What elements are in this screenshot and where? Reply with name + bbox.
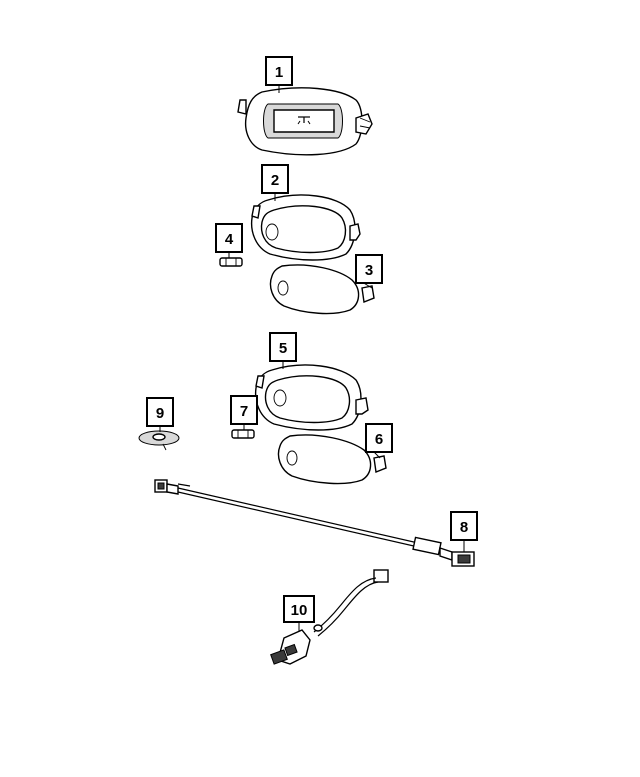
callout-3: 3	[355, 254, 383, 284]
svg-text:3: 3	[365, 262, 373, 279]
svg-text:7: 7	[240, 403, 248, 420]
part-8-wiring-harness	[154, 479, 475, 567]
svg-text:1: 1	[275, 64, 283, 81]
callout-2: 2	[261, 164, 289, 194]
part-4-bulb	[219, 257, 243, 267]
callout-4: 4	[215, 223, 243, 253]
callout-5: 5	[269, 332, 297, 362]
callout-7: 7	[230, 395, 258, 425]
svg-text:6: 6	[375, 431, 383, 448]
callout-8: 8	[450, 511, 478, 541]
part-6-lens	[277, 434, 387, 485]
lamp-symbol-icon	[297, 116, 311, 125]
part-1-dome-lamp-assembly	[237, 87, 373, 156]
callout-9: 9	[146, 397, 174, 427]
callout-10: 10	[283, 595, 315, 623]
svg-text:10: 10	[291, 602, 308, 619]
svg-text:8: 8	[460, 519, 468, 536]
part-7-bulb	[231, 429, 255, 439]
svg-text:4: 4	[225, 231, 234, 248]
callout-6: 6	[365, 423, 393, 453]
part-10-jumper-wire	[270, 569, 389, 665]
part-9-retainer	[138, 430, 180, 451]
svg-text:5: 5	[279, 340, 287, 357]
callout-1: 1	[265, 56, 293, 86]
svg-text:2: 2	[271, 172, 279, 189]
part-2-bezel	[250, 194, 361, 261]
part-3-lens	[269, 264, 375, 315]
svg-text:9: 9	[156, 405, 164, 422]
part-5-bezel	[254, 364, 369, 431]
